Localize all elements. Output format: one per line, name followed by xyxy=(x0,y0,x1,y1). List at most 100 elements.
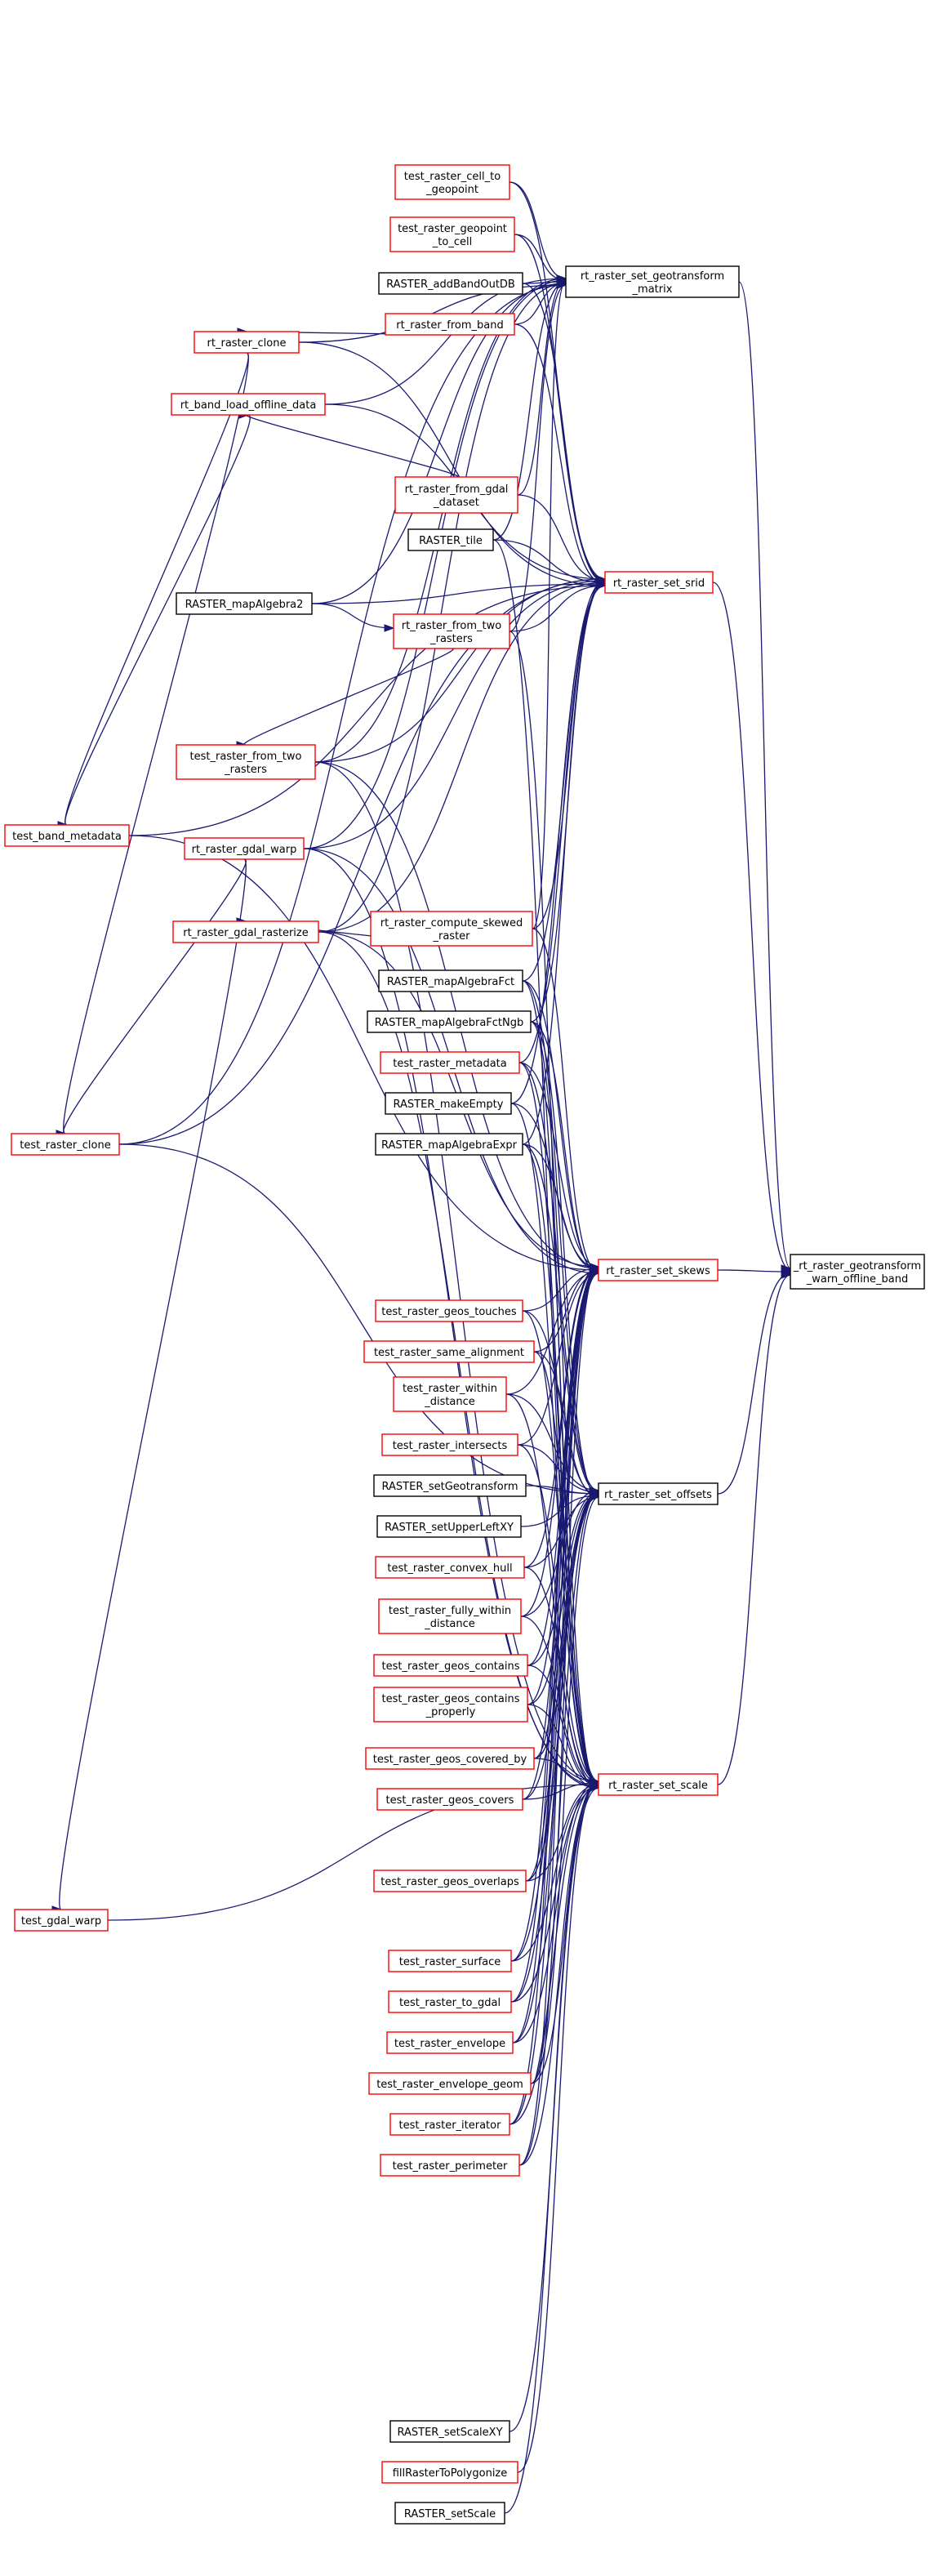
node-box xyxy=(194,331,300,354)
node-t-perimeter[interactable]: test_raster_perimeter xyxy=(380,2154,520,2177)
node-mafct[interactable]: RASTER_mapAlgebraFct xyxy=(378,969,523,992)
edge-tile-to-scale xyxy=(492,539,599,1784)
node-from-band[interactable]: rt_raster_from_band xyxy=(385,313,515,336)
node-fillpoly[interactable]: fillRasterToPolygonize xyxy=(381,2461,518,2484)
node-box xyxy=(386,2031,514,2054)
node-t-clone[interactable]: test_raster_clone xyxy=(11,1133,120,1156)
edge-t_metadata-to-skews xyxy=(518,1062,599,1268)
node-t-contains[interactable]: test_raster_geos_contains xyxy=(373,1654,528,1677)
node-band-meta[interactable]: test_band_metadata xyxy=(4,824,130,847)
node-box xyxy=(14,1909,109,1932)
node-t-from-two[interactable]: test_raster_from_two_rasters xyxy=(176,744,316,780)
edge-t_fully-to-scale xyxy=(520,1616,599,1785)
node-label: _raster xyxy=(432,930,470,943)
node-box xyxy=(378,969,523,992)
node-t-overlaps[interactable]: test_raster_geos_overlaps xyxy=(373,1870,527,1892)
node-t-env-geom[interactable]: test_raster_envelope_geom xyxy=(368,2072,532,2095)
node-label: _rasters xyxy=(429,633,473,645)
edge-t_perimeter-to-scale xyxy=(518,1785,599,2166)
node-t-coveredby[interactable]: test_raster_geos_covered_by xyxy=(365,1747,535,1770)
node-t-touches[interactable]: test_raster_geos_touches xyxy=(375,1299,523,1322)
node-srid[interactable]: rt_raster_set_srid xyxy=(604,571,714,594)
edge-mafctngb-to-scale xyxy=(530,1021,599,1789)
node-label: test_raster_geos_covers xyxy=(386,1794,514,1807)
node-t-gdal-warp[interactable]: test_gdal_warp xyxy=(14,1909,109,1932)
node-box xyxy=(365,1747,535,1770)
node-offline[interactable]: rt_band_load_offline_data xyxy=(171,393,326,416)
edge-t_envelope-to-offsets xyxy=(512,1495,599,2043)
node-t-envelope[interactable]: test_raster_envelope xyxy=(386,2031,514,2054)
node-box xyxy=(176,592,313,615)
node-setgeotrans[interactable]: RASTER_setGeotransform xyxy=(373,1474,527,1497)
edge-t_clone-to-geomatrix xyxy=(118,284,567,1145)
node-box xyxy=(394,476,518,514)
node-t-metadata[interactable]: test_raster_metadata xyxy=(380,1051,520,1074)
node-setscale[interactable]: RASTER_setScale xyxy=(394,2502,505,2525)
node-label: RASTER_mapAlgebraFct xyxy=(387,976,514,988)
node-box xyxy=(367,1010,532,1033)
node-label: RASTER_mapAlgebraExpr xyxy=(381,1139,518,1152)
node-setscalexy[interactable]: RASTER_setScaleXY xyxy=(389,2420,510,2443)
node-mapalg2[interactable]: RASTER_mapAlgebra2 xyxy=(176,592,313,615)
node-label: rt_raster_compute_skewed xyxy=(380,917,523,929)
node-mafctngb[interactable]: RASTER_mapAlgebraFctNgb xyxy=(367,1010,532,1033)
edge-fillpoly-to-scale xyxy=(517,1780,599,2473)
edge-makeempty-to-srid xyxy=(510,585,606,1104)
node-rclone[interactable]: rt_raster_clone xyxy=(194,331,300,354)
node-setupperleft[interactable]: RASTER_setUpperLeftXY xyxy=(376,1515,522,1538)
node-t-iterator[interactable]: test_raster_iterator xyxy=(389,2113,510,2136)
node-geomatrix[interactable]: rt_raster_set_geotransform_matrix xyxy=(565,265,740,298)
node-box xyxy=(375,1556,525,1579)
node-label: test_raster_envelope xyxy=(394,2038,505,2050)
edge-from_two-to-srid xyxy=(509,585,606,632)
node-label: test_raster_geos_contains xyxy=(382,1660,520,1673)
edge-t_clone-to-srid xyxy=(118,578,606,1145)
edge-gdal_warp-to-geomatrix xyxy=(303,279,567,849)
node-from-gdal[interactable]: rt_raster_from_gdal_dataset xyxy=(394,476,518,514)
node-label: test_raster_cell_to xyxy=(404,171,501,183)
node-makeempty[interactable]: RASTER_makeEmpty xyxy=(385,1092,512,1115)
node-box xyxy=(598,1773,719,1796)
edge-t_intersects-to-scale xyxy=(517,1444,599,1782)
node-skews[interactable]: rt_raster_set_skews xyxy=(598,1259,719,1281)
node-box xyxy=(381,2461,518,2484)
node-geo-to-cell[interactable]: test_raster_geopoint_to_cell xyxy=(389,216,515,252)
node-label: _matrix xyxy=(632,283,673,296)
edge-rclone-to-band_meta xyxy=(65,352,249,826)
node-t-intersects[interactable]: test_raster_intersects xyxy=(381,1433,518,1456)
node-t-convex[interactable]: test_raster_convex_hull xyxy=(375,1556,525,1579)
node-tile[interactable]: RASTER_tile xyxy=(407,528,494,551)
node-t-samealign[interactable]: test_raster_same_alignment xyxy=(363,1340,535,1363)
edge-band_meta-to-srid xyxy=(128,585,606,836)
node-label: test_raster_geos_overlaps xyxy=(380,1876,519,1888)
node-from-two[interactable]: rt_raster_from_two_rasters xyxy=(393,613,510,649)
node-t-to-gdal[interactable]: test_raster_to_gdal xyxy=(388,1990,512,2013)
node-label: _distance xyxy=(424,1396,475,1408)
node-label: rt_band_load_offline_data xyxy=(180,399,317,412)
node-box xyxy=(394,164,510,200)
edge-t_convex-to-scale xyxy=(523,1567,599,1784)
node-box xyxy=(176,744,316,780)
node-t-within[interactable]: test_raster_within_distance xyxy=(393,1376,507,1412)
edge-offsets-to-root xyxy=(717,1272,791,1495)
node-gdal-warp[interactable]: rt_raster_gdal_warp xyxy=(184,837,305,860)
node-skewed[interactable]: rt_raster_compute_skewed_raster xyxy=(370,911,533,947)
node-t-surface[interactable]: test_raster_surface xyxy=(388,1950,512,1972)
node-addband[interactable]: RASTER_addBandOutDB xyxy=(378,272,523,295)
node-label: RASTER_tile xyxy=(419,535,483,547)
node-label: rt_raster_gdal_warp xyxy=(192,844,297,856)
node-scale[interactable]: rt_raster_set_scale xyxy=(598,1773,719,1796)
edge-srid-to-root xyxy=(712,582,791,1271)
node-t-covers[interactable]: test_raster_geos_covers xyxy=(376,1788,523,1811)
node-t-fully[interactable]: test_raster_fully_within_distance xyxy=(378,1598,522,1634)
edge-rclone-to-srid xyxy=(298,341,606,586)
edge-setupperleft-to-offsets xyxy=(520,1495,599,1527)
node-offsets[interactable]: rt_raster_set_offsets xyxy=(598,1482,719,1505)
edge-t_from_two-to-scale xyxy=(314,761,599,1782)
edge-rasterize-to-geomatrix xyxy=(318,283,567,933)
node-maexpr[interactable]: RASTER_mapAlgebraExpr xyxy=(375,1133,523,1156)
node-t-contains-p[interactable]: test_raster_geos_contains_properly xyxy=(373,1687,528,1723)
node-cell-to-geo[interactable]: test_raster_cell_to_geopoint xyxy=(394,164,510,200)
edge-arrowhead xyxy=(595,575,607,583)
node-rasterize[interactable]: rt_raster_gdal_rasterize xyxy=(172,920,319,943)
